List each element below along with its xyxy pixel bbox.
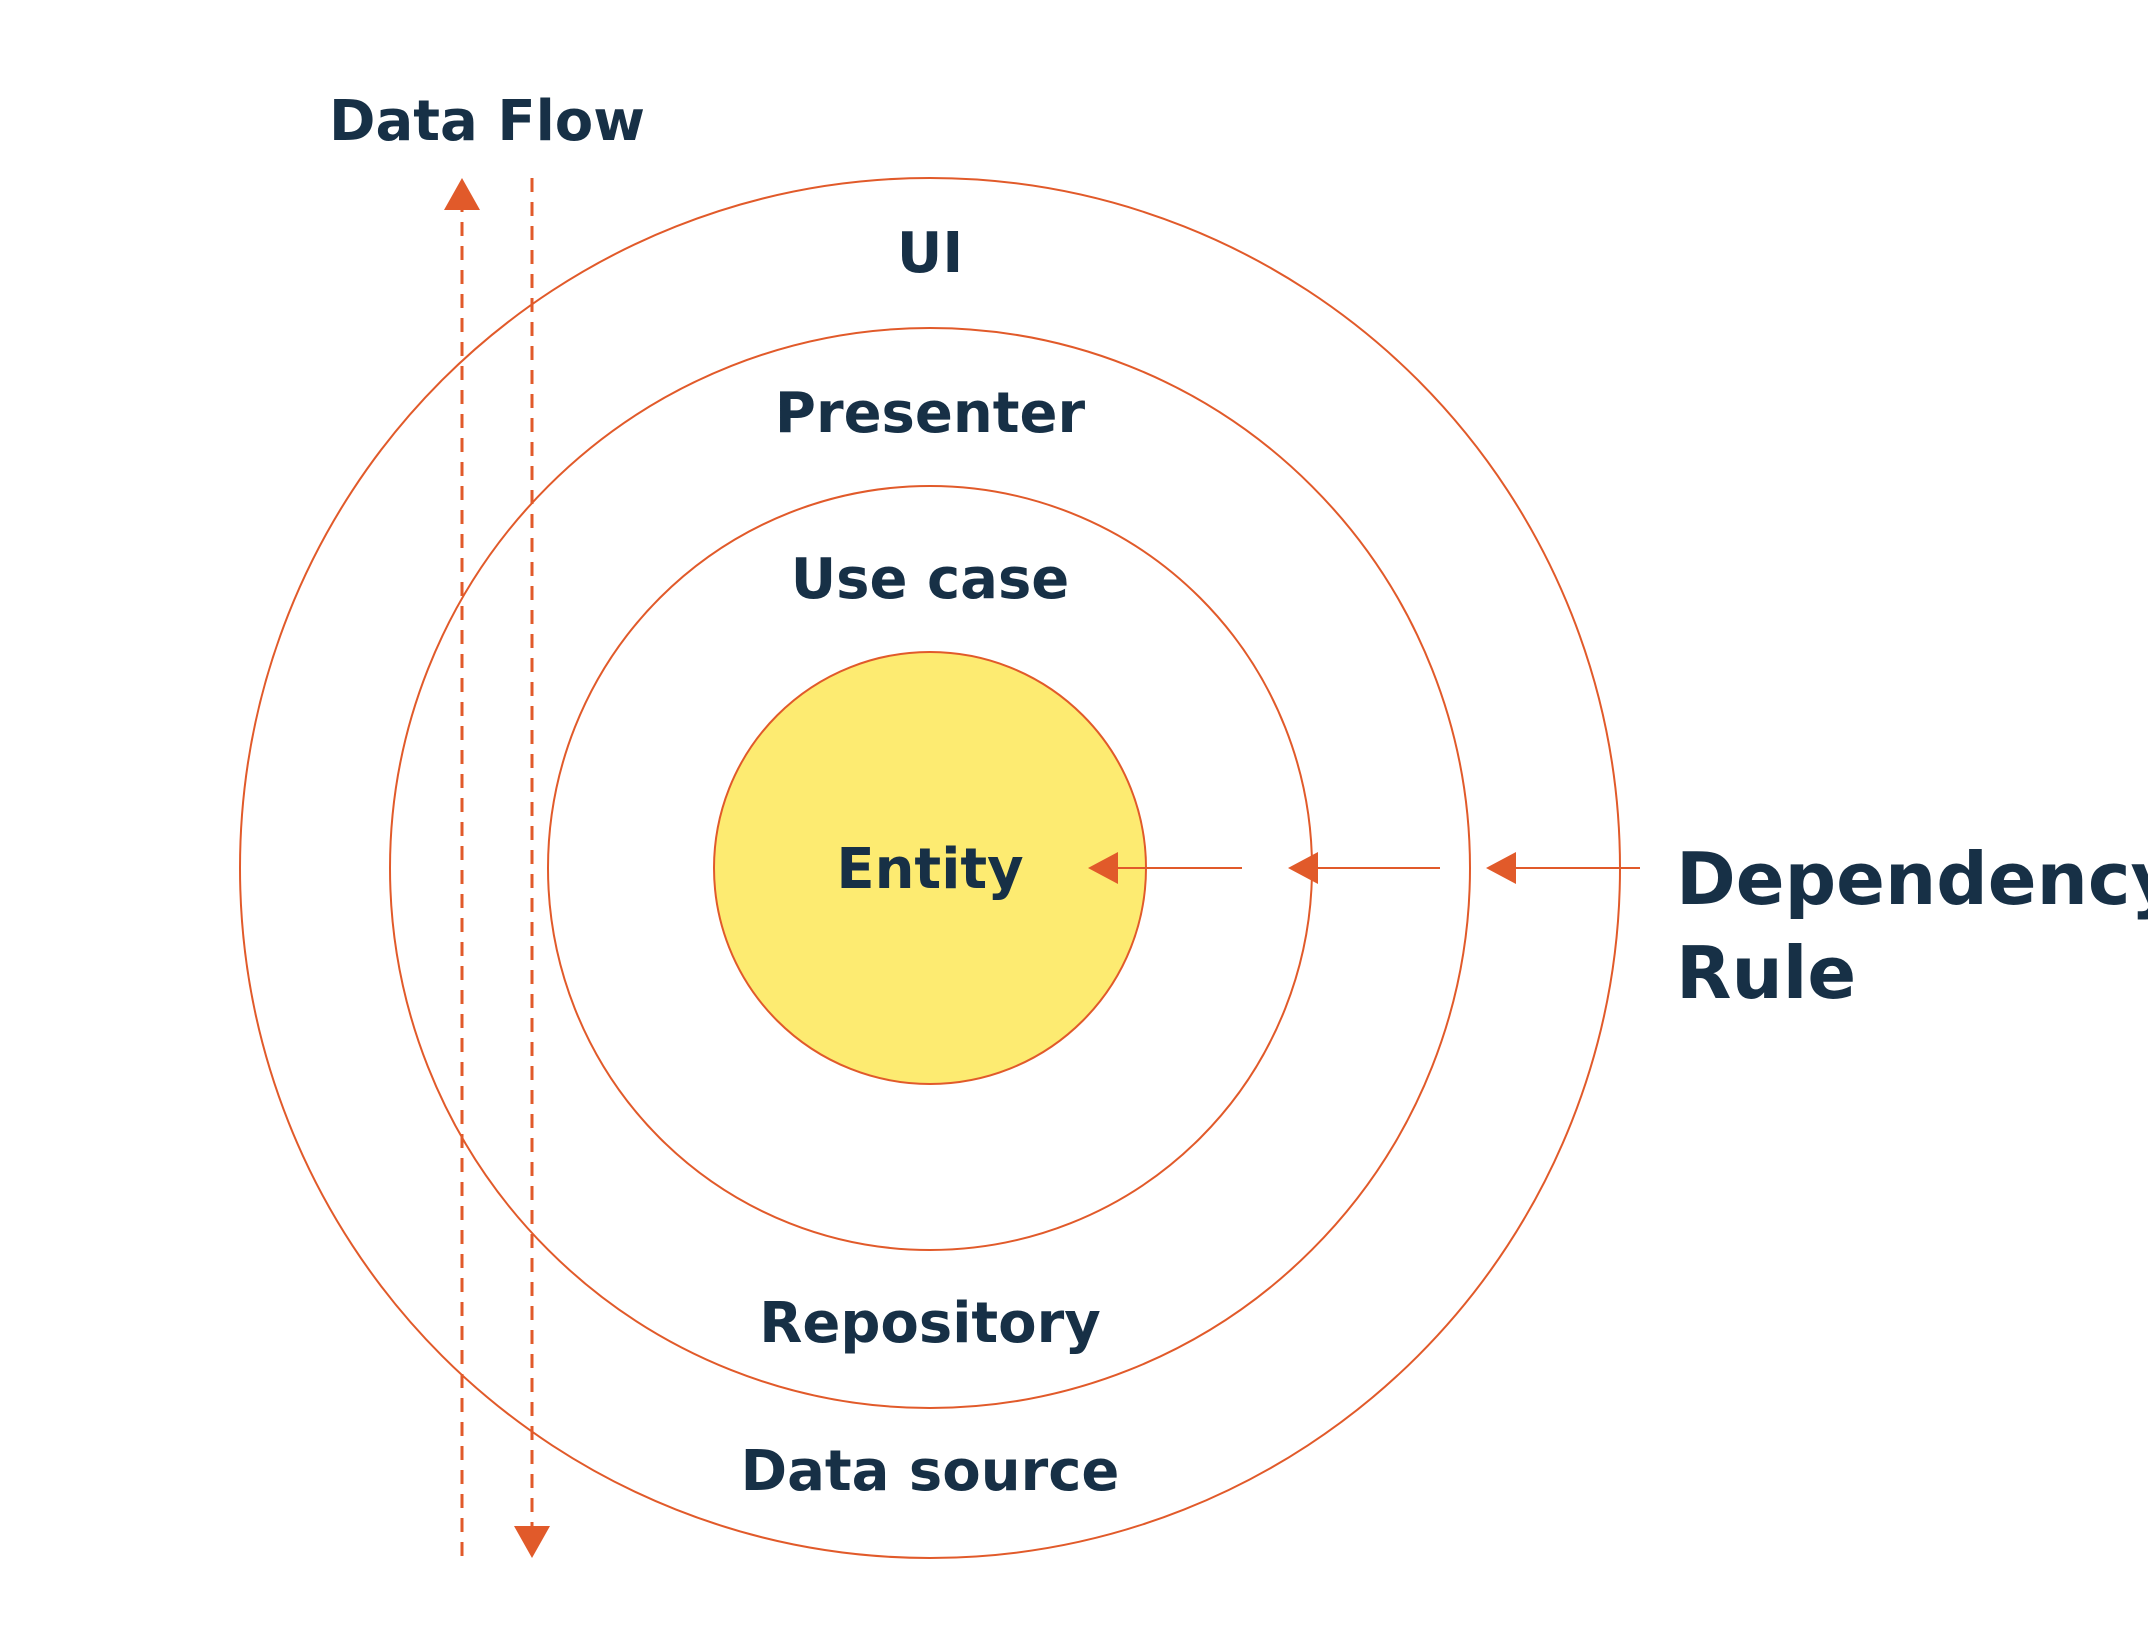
data-flow-title: Data Flow: [329, 89, 645, 154]
dependency-arrowhead-middle: [1288, 852, 1318, 884]
presenter-label: Presenter: [775, 381, 1086, 446]
data-flow-up-arrowhead: [444, 178, 480, 210]
dependency-arrowhead-inner: [1088, 852, 1118, 884]
dependency-rule-label-line1: Dependency: [1676, 837, 2148, 921]
data-source-label: Data source: [741, 1439, 1120, 1504]
repository-label: Repository: [759, 1291, 1101, 1356]
ui-label: UI: [897, 221, 963, 286]
use-case-label: Use case: [791, 547, 1070, 612]
dependency-arrowhead-outer: [1486, 852, 1516, 884]
dependency-rule-label-line2: Rule: [1676, 931, 1856, 1015]
ui-presenter-ring: [389, 327, 1471, 1409]
entity-label: Entity: [836, 837, 1023, 902]
data-flow-down-arrowhead: [514, 1526, 550, 1558]
